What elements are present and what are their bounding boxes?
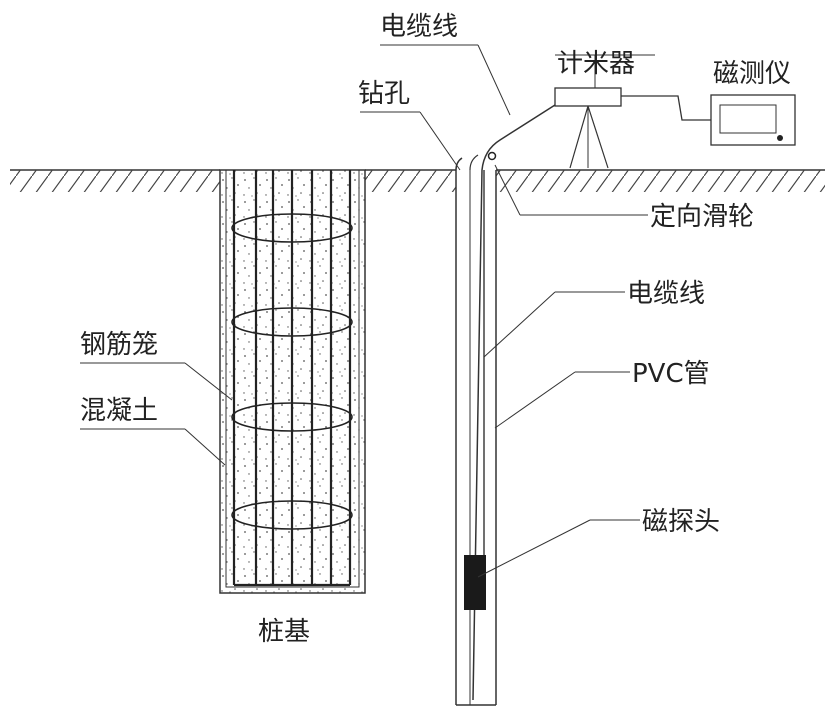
label-rebar-cage: 钢筋笼: [80, 330, 158, 360]
probe-cable: [472, 104, 556, 701]
borehole-pvc-pipe: [455, 154, 497, 706]
label-meter-counter: 计米器: [557, 49, 635, 79]
soil-hatching-right: [496, 170, 825, 192]
directional-pulley: [487, 151, 497, 161]
label-pile-foundation: 桩基: [258, 617, 310, 647]
label-borehole: 钻孔: [358, 79, 410, 109]
pile-foundation: [219, 169, 366, 594]
soil-hatching-middle: [365, 170, 456, 192]
cable-to-magnetometer: [621, 95, 716, 121]
magnetic-probe: [464, 555, 486, 610]
label-magnetometer: 磁测仪: [713, 59, 791, 89]
label-cable-top: 电缆线: [380, 12, 458, 42]
label-magnetic-probe: 磁探头: [642, 507, 720, 537]
magnetometer: [710, 94, 796, 146]
rebar-hoops: [231, 213, 353, 530]
label-cable-mid: 电缆线: [627, 279, 705, 309]
soil-hatching-left: [10, 170, 220, 192]
label-concrete: 混凝土: [80, 396, 158, 426]
label-pvc-pipe: PVC管: [632, 359, 710, 389]
meter-counter: [554, 87, 622, 169]
leader-lines: [80, 44, 655, 578]
label-directional-pulley: 定向滑轮: [650, 202, 754, 232]
ground-surface: [10, 169, 825, 192]
